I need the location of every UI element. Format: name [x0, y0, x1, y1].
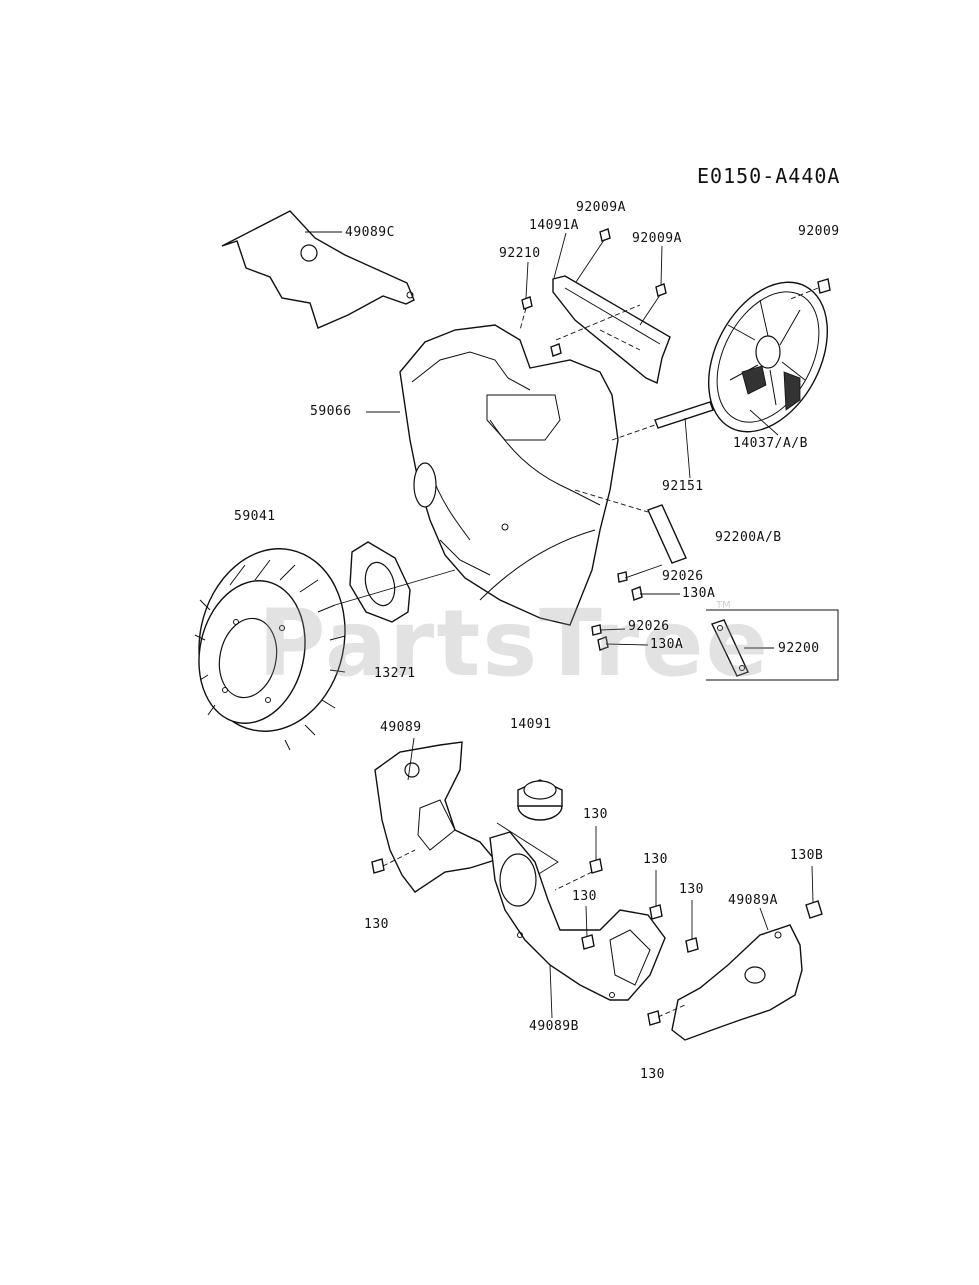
- bolt-92009-screen[interactable]: [787, 278, 831, 301]
- bolt-130a-2[interactable]: [597, 636, 609, 651]
- bolt-92009a-2[interactable]: [639, 283, 667, 326]
- label-130b[interactable]: 130B: [790, 848, 824, 863]
- label-92210[interactable]: 92210: [499, 246, 541, 261]
- bolt-130b[interactable]: [805, 900, 823, 919]
- bolt-92026-2[interactable]: [591, 624, 602, 636]
- label-130-4[interactable]: 130: [679, 882, 704, 897]
- label-59041[interactable]: 59041: [234, 509, 276, 524]
- part-59041-fan[interactable]: [182, 535, 361, 751]
- watermark: PartsTree: [258, 590, 770, 697]
- bolt-130-right1[interactable]: [649, 904, 663, 920]
- label-130-1[interactable]: 130: [583, 807, 608, 822]
- part-49089b-cover[interactable]: [489, 831, 666, 1001]
- part-49089a-cover[interactable]: [671, 924, 803, 1041]
- label-130-6[interactable]: 130: [640, 1067, 665, 1082]
- part-59066-shroud[interactable]: [399, 324, 619, 626]
- label-92026-2[interactable]: 92026: [628, 619, 670, 634]
- label-92200ab[interactable]: 92200A/B: [715, 530, 782, 545]
- label-92009a-1[interactable]: 92009A: [576, 200, 626, 215]
- label-49089a[interactable]: 49089A: [728, 893, 778, 908]
- part-14091a-bracket[interactable]: [552, 275, 671, 385]
- label-130a-1[interactable]: 130A: [682, 586, 716, 601]
- label-130-2[interactable]: 130: [643, 852, 668, 867]
- bolt-92210[interactable]: [519, 296, 562, 357]
- part-14091-seal[interactable]: [496, 779, 563, 876]
- bolt-130-mid2[interactable]: [581, 934, 595, 950]
- label-14091[interactable]: 14091: [510, 717, 552, 732]
- label-130-5[interactable]: 130: [364, 917, 389, 932]
- label-13271[interactable]: 13271: [374, 666, 416, 681]
- part-49089c-cover[interactable]: [221, 210, 415, 329]
- label-92200[interactable]: 92200: [778, 641, 820, 656]
- label-49089b[interactable]: 49089B: [529, 1019, 579, 1034]
- label-14037ab[interactable]: 14037/A/B: [733, 436, 808, 451]
- label-92009a-2[interactable]: 92009A: [632, 231, 682, 246]
- label-49089c[interactable]: 49089C: [345, 225, 395, 240]
- label-92009[interactable]: 92009: [798, 224, 840, 239]
- bolt-130a-1[interactable]: [631, 586, 643, 601]
- bolt-130-bottom[interactable]: [647, 1004, 686, 1026]
- label-59066[interactable]: 59066: [310, 404, 352, 419]
- part-13271-flange[interactable]: [334, 541, 456, 623]
- bolt-92009a-1[interactable]: [575, 228, 611, 283]
- label-130-3[interactable]: 130: [572, 889, 597, 904]
- label-14091a[interactable]: 14091A: [529, 218, 579, 233]
- bolt-130-mid1[interactable]: [554, 858, 603, 891]
- part-92200-inset[interactable]: [706, 609, 839, 681]
- label-92151[interactable]: 92151: [662, 479, 704, 494]
- leader-lines: [305, 231, 814, 1019]
- label-130a-2[interactable]: 130A: [650, 637, 684, 652]
- bolt-130-left[interactable]: [371, 849, 416, 874]
- label-49089[interactable]: 49089: [380, 720, 422, 735]
- watermark-tm: TM: [716, 600, 731, 611]
- part-49089-cover[interactable]: [374, 741, 497, 893]
- part-92200ab-plate[interactable]: [647, 504, 687, 564]
- bolt-92026-1[interactable]: [617, 571, 628, 583]
- reference-code: E0150-A440A: [697, 164, 841, 188]
- label-92026-1[interactable]: 92026: [662, 569, 704, 584]
- part-92151-stud[interactable]: [654, 401, 714, 479]
- bolt-130-right2[interactable]: [685, 937, 699, 953]
